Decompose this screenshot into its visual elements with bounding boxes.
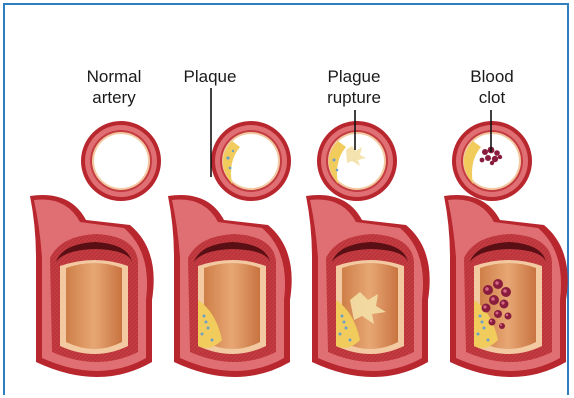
artery-section-icon	[444, 195, 568, 377]
artery-section-icon	[306, 195, 430, 377]
cross-section-icon	[211, 121, 291, 201]
artery-section-icon	[168, 195, 292, 377]
cross-section-icon	[317, 121, 397, 201]
cross-section-icon	[81, 121, 161, 201]
artery-section-icon	[30, 195, 154, 377]
cross-section-icon	[452, 121, 532, 201]
